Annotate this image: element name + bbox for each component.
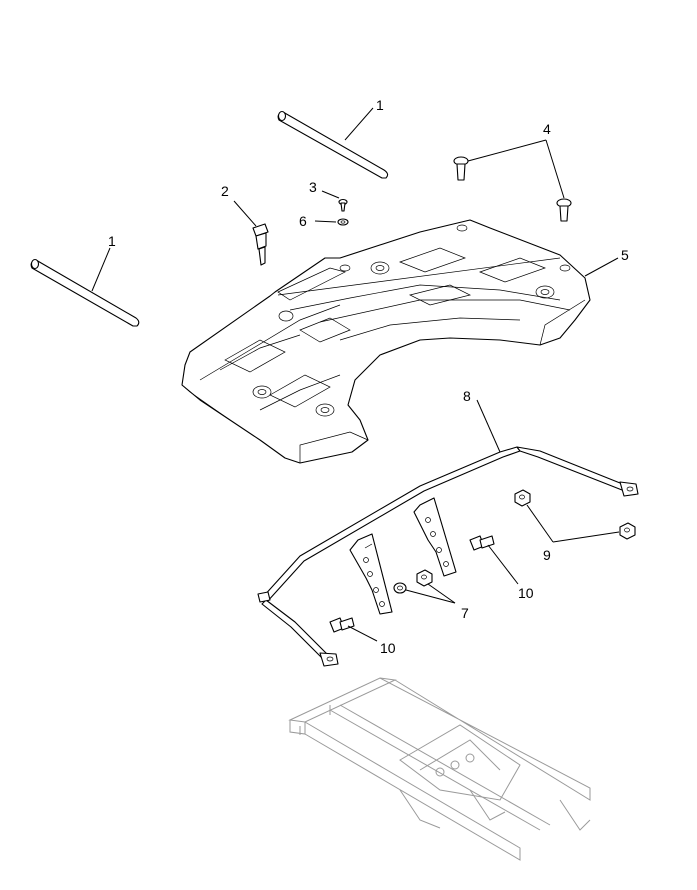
callout-3: 3 [309, 179, 317, 195]
callout-9: 9 [543, 547, 551, 563]
callout-1-left: 1 [108, 233, 116, 249]
leader-2 [233, 200, 257, 227]
callout-6: 6 [299, 213, 307, 229]
bolt-10-right [469, 535, 495, 551]
nut-7-right [416, 569, 433, 587]
leader-10-right [487, 544, 519, 585]
leader-7b [427, 583, 456, 604]
rod-left [30, 258, 140, 327]
leader-1-left [91, 247, 111, 292]
leader-5 [584, 257, 619, 277]
leader-4a [467, 139, 547, 162]
callout-5: 5 [621, 247, 629, 263]
leader-8 [476, 399, 501, 453]
bracket-8 [257, 446, 639, 667]
callout-4: 4 [543, 121, 551, 137]
leader-10-left [347, 625, 378, 642]
rod-top [277, 110, 389, 179]
bolt-2 [252, 223, 269, 266]
washer-6 [337, 218, 349, 226]
leader-9a [526, 504, 554, 543]
callout-8: 8 [463, 388, 471, 404]
vehicle-frame-reference [288, 677, 591, 861]
leader-1-top [344, 107, 374, 141]
leader-9b [552, 531, 620, 543]
leader-3 [321, 190, 340, 199]
callout-10-right: 10 [518, 585, 534, 601]
screw-3 [338, 198, 348, 212]
screw-4-left [453, 156, 469, 181]
leader-4b [545, 139, 565, 199]
leader-7a [405, 589, 456, 604]
callout-7: 7 [461, 605, 469, 621]
leader-6 [314, 220, 337, 223]
callout-10-left: 10 [380, 640, 396, 656]
screw-4-right [556, 198, 572, 222]
nut-9-top [514, 489, 531, 507]
nut-9-right [619, 522, 636, 540]
bolt-10-left [329, 617, 355, 633]
callout-1-top: 1 [376, 97, 384, 113]
callout-2: 2 [221, 183, 229, 199]
nut-7-left [393, 582, 407, 594]
rack-5 [181, 219, 591, 464]
